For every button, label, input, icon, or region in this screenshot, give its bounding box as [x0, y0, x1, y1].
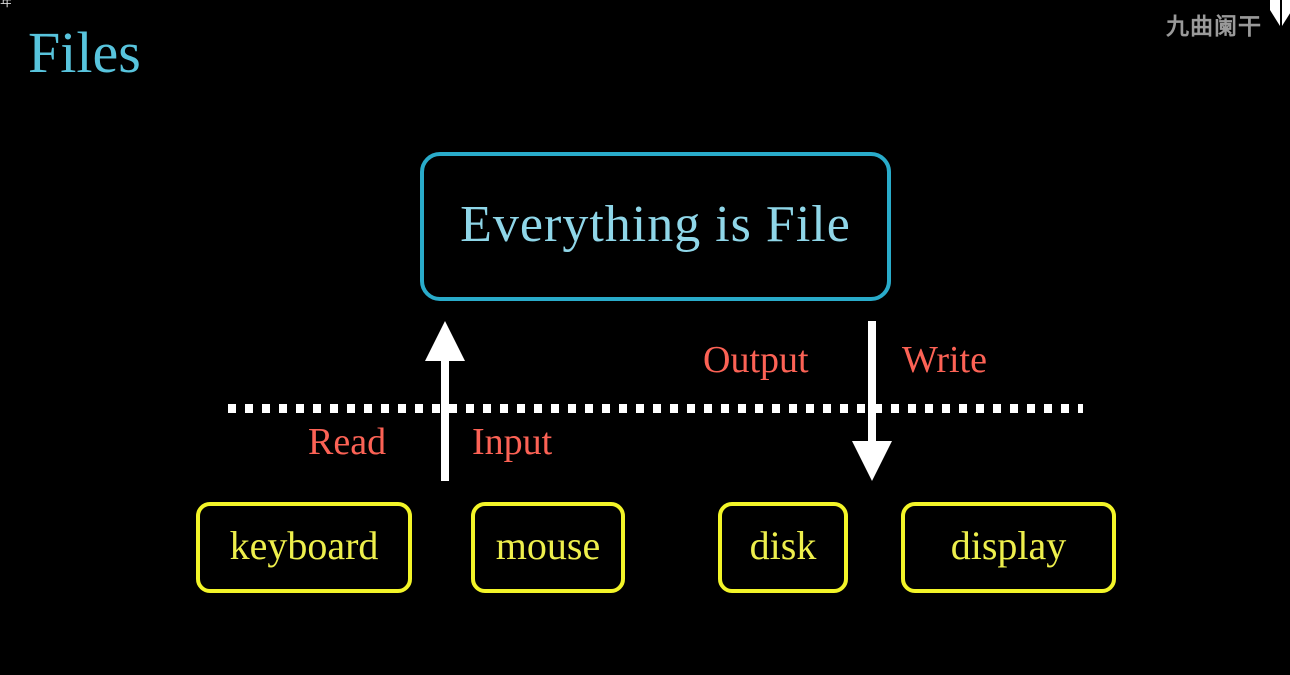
- device-label-display: display: [950, 522, 1067, 568]
- corner-glyph: 年: [0, 0, 11, 10]
- kernel-boundary-dotted-line: [228, 404, 1083, 413]
- concept-box-label: Everything is File: [460, 195, 851, 253]
- input-arrow-icon: [424, 320, 466, 482]
- page-title: Files: [28, 20, 141, 85]
- device-box-mouse: mouse: [471, 502, 625, 593]
- flow-label-write: Write: [902, 339, 987, 381]
- device-label-mouse: mouse: [495, 522, 601, 568]
- device-label-keyboard: keyboard: [229, 522, 379, 568]
- concept-box-everything-is-file: Everything is File: [420, 152, 891, 301]
- watermark-text: 九曲阑干: [1166, 14, 1262, 40]
- flow-label-output: Output: [703, 339, 809, 381]
- device-label-disk: disk: [749, 522, 817, 568]
- flow-label-read: Read: [308, 421, 387, 463]
- device-box-keyboard: keyboard: [196, 502, 412, 593]
- output-arrow-icon: [851, 320, 893, 482]
- device-box-disk: disk: [718, 502, 848, 593]
- flow-label-input: Input: [472, 421, 553, 463]
- watermark-logo-icon: [1268, 0, 1290, 34]
- device-box-display: display: [901, 502, 1116, 593]
